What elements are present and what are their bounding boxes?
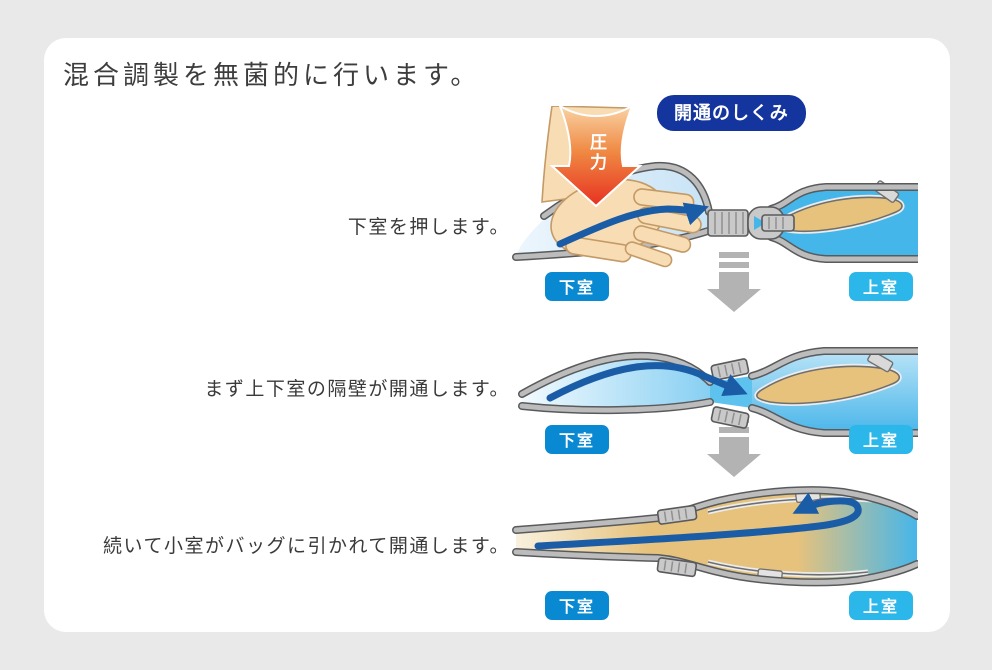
flow-arrow-icon: [534, 492, 862, 550]
upper-chamber-label: 上室: [849, 272, 913, 301]
pressure-arrow-icon: [549, 106, 643, 208]
pressure-label: 圧力: [587, 133, 606, 173]
step-2-text: まず上下室の隔壁が開通します。: [204, 379, 510, 400]
down-arrow-icon: [707, 252, 761, 312]
upper-chamber-label: 上室: [849, 425, 913, 454]
lower-chamber-label: 下室: [545, 425, 609, 454]
step-1-text: 下室を押します。: [347, 217, 510, 238]
bag-stage-1-illustration: [512, 106, 918, 268]
lower-chamber-label: 下室: [545, 591, 609, 620]
inner-drug-bag: [754, 350, 902, 406]
lower-chamber-label: 下室: [545, 272, 609, 301]
seal-connector: [707, 206, 795, 240]
opened-seal-clamps: [656, 504, 698, 578]
step-3-text: 続いて小室がバッグに引かれて開通します。: [103, 536, 510, 557]
bag-film: [518, 347, 918, 437]
bag-film: [512, 486, 918, 587]
upper-chamber-label: 上室: [849, 591, 913, 620]
flow-arrow-icon: [556, 202, 709, 248]
bag-stage-2-illustration: [518, 347, 918, 437]
page-title: 混合調製を無菌的に行います。: [63, 60, 481, 90]
bag-stage-3-illustration: [512, 486, 918, 587]
mechanism-badge: 開通のしくみ: [657, 95, 806, 131]
flow-arrow-icon: [546, 362, 748, 402]
inner-bag-port: [867, 350, 894, 373]
